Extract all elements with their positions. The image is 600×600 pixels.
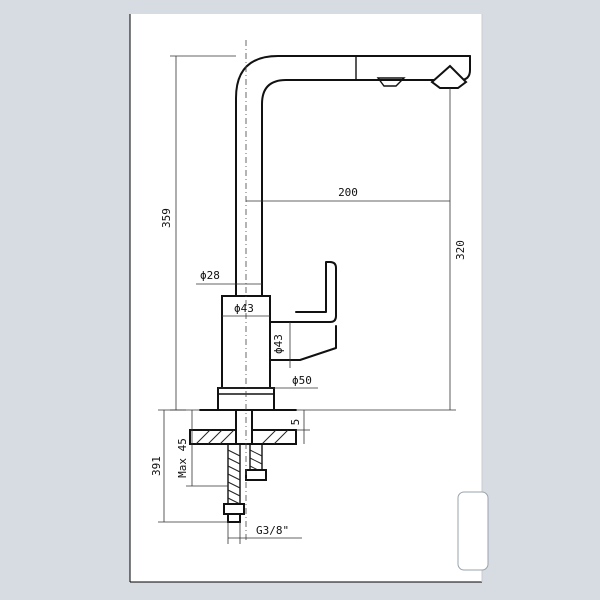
lever-handle [269, 261, 337, 323]
dim-label-d28: ϕ28 [200, 269, 220, 282]
dim-label-max45: Max 45 [176, 438, 189, 478]
lever-base [269, 325, 337, 361]
dim-label-g38: G3/8" [256, 524, 289, 537]
fixing-stud [235, 409, 253, 445]
dim-label-359: 359 [160, 208, 173, 228]
spout-outer-edge [235, 55, 471, 297]
dim-label-5: 5 [289, 419, 302, 426]
countertop-hatch [195, 429, 289, 445]
aerator-mark [376, 77, 406, 87]
side-tab [457, 491, 489, 571]
dim-label-d43-lever: ϕ43 [272, 334, 285, 354]
dim-label-200: 200 [338, 186, 358, 199]
dim-label-391: 391 [150, 456, 163, 476]
spout-inner-edge [261, 79, 441, 297]
dim-label-d43-body: ϕ43 [234, 302, 254, 315]
dim-label-d50: ϕ50 [292, 374, 312, 387]
hose-connector [227, 513, 241, 523]
dim-label-320: 320 [454, 240, 467, 260]
spout-tip [430, 64, 468, 89]
hose-nut-right [245, 469, 267, 481]
hose-nut-left [223, 503, 245, 515]
drawing-sheet [130, 14, 482, 582]
